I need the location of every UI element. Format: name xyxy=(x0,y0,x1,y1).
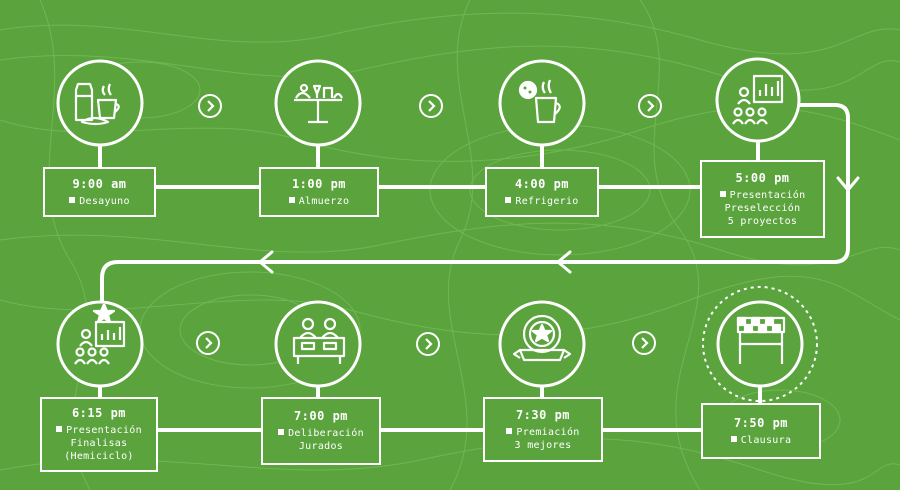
event-label: Premiación 3 mejores xyxy=(514,426,580,451)
event-card: 9:00 am Desayuno xyxy=(43,167,156,217)
next-arrow-icon xyxy=(419,94,443,118)
presentation-star-icon xyxy=(74,304,126,365)
coffee-cookie-icon xyxy=(518,79,561,124)
bullet-square-icon xyxy=(288,196,295,203)
event-label: Clausura xyxy=(740,434,792,446)
bullet-square-icon xyxy=(506,427,513,434)
bullet-square-icon xyxy=(69,196,76,203)
event-card: 6:15 pm Presentación Finalisas (Hemicicl… xyxy=(40,397,158,472)
event-card: 7:30 pm Premiación 3 mejores xyxy=(483,397,603,462)
event-time: 5:00 pm xyxy=(735,170,790,185)
breakfast-icon xyxy=(74,82,120,126)
event-card: 1:00 pm Almuerzo xyxy=(259,167,379,217)
award-medal-icon xyxy=(512,314,572,362)
event-card: 5:00 pm Presentación Preselección 5 proy… xyxy=(700,160,825,238)
next-arrow-icon xyxy=(638,94,662,118)
event-time: 7:00 pm xyxy=(293,409,349,423)
event-label: Refrigerio xyxy=(515,195,579,207)
next-arrow-icon xyxy=(416,332,440,356)
event-card: 7:00 pm Deliberación Jurados xyxy=(261,397,381,465)
bullet-square-icon xyxy=(505,196,512,203)
event-time: 4:00 pm xyxy=(514,176,570,191)
event-label: Deliberación Jurados xyxy=(288,428,364,452)
event-card: 4:00 pm Refrigerio xyxy=(485,167,599,217)
event-time: 7:50 pm xyxy=(733,415,789,430)
bullet-square-icon xyxy=(278,429,285,435)
bullet-square-icon xyxy=(730,435,737,442)
bullet-square-icon xyxy=(719,190,726,197)
event-time: 7:30 pm xyxy=(515,407,571,422)
event-time: 1:00 pm xyxy=(291,176,347,191)
event-label: Desayuno xyxy=(79,195,130,207)
bullet-square-icon xyxy=(56,426,63,432)
next-arrow-icon xyxy=(632,331,656,355)
lunch-table-icon xyxy=(294,83,343,124)
event-time: 6:15 pm xyxy=(71,406,127,420)
event-label: Presentación Preselección 5 proyectos xyxy=(724,189,806,227)
jury-icon xyxy=(292,317,346,364)
finish-line-icon xyxy=(736,316,786,364)
next-arrow-icon xyxy=(198,94,222,118)
event-label: Almuerzo xyxy=(298,195,350,207)
event-time: 9:00 am xyxy=(72,176,127,191)
presentation-icon xyxy=(732,74,784,125)
next-arrow-icon xyxy=(196,331,220,355)
event-card: 7:50 pm Clausura xyxy=(701,403,821,459)
event-label: Presentación Finalisas (Hemiciclo) xyxy=(64,425,142,462)
